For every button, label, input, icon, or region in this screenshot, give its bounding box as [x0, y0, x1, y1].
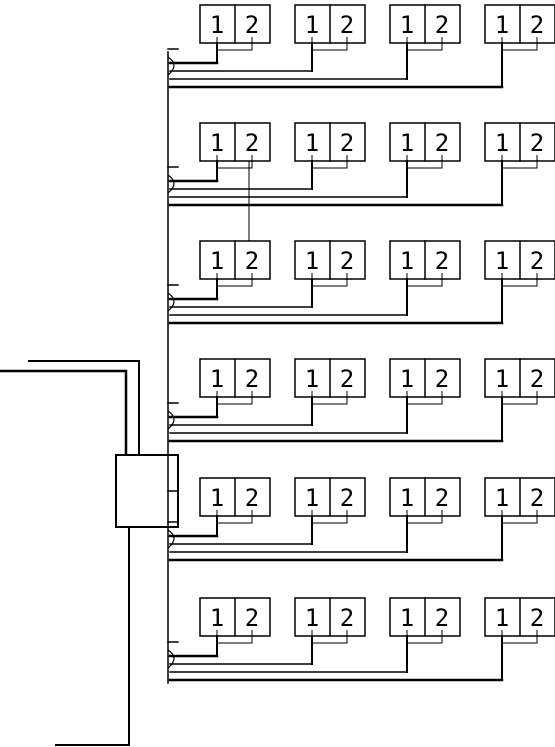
socket-label-1: 1 — [305, 11, 319, 39]
socket-label-1: 1 — [210, 247, 224, 275]
socket-label-1: 1 — [210, 365, 224, 393]
socket-label-1: 1 — [400, 129, 414, 157]
socket-label-1: 1 — [495, 484, 509, 512]
socket-label-1: 1 — [210, 484, 224, 512]
riser-loop — [167, 410, 175, 430]
riser-loop — [167, 649, 175, 669]
socket-label-2: 2 — [245, 604, 259, 632]
socket-label-2: 2 — [435, 11, 449, 39]
socket-label-2: 2 — [245, 484, 259, 512]
riser-loop — [167, 292, 175, 312]
socket-label-2: 2 — [435, 365, 449, 393]
socket-label-1: 1 — [495, 11, 509, 39]
socket-label-2: 2 — [530, 247, 544, 275]
feed-cable-2 — [28, 360, 140, 455]
socket-label-1: 1 — [495, 129, 509, 157]
socket-label-2: 2 — [340, 11, 354, 39]
socket-label-1: 1 — [210, 11, 224, 39]
riser-loop — [167, 174, 175, 194]
feed-cable-1 — [0, 369, 128, 455]
socket-label-2: 2 — [530, 604, 544, 632]
socket-label-2: 2 — [530, 365, 544, 393]
riser-loop — [167, 56, 175, 76]
socket-label-2: 2 — [340, 484, 354, 512]
socket-label-1: 1 — [210, 129, 224, 157]
riser-loop — [167, 529, 175, 549]
socket-label-1: 1 — [305, 247, 319, 275]
socket-label-2: 2 — [245, 129, 259, 157]
socket-label-1: 1 — [400, 484, 414, 512]
socket-label-2: 2 — [530, 484, 544, 512]
socket-label-2: 2 — [340, 247, 354, 275]
socket-label-1: 1 — [400, 365, 414, 393]
socket-label-2: 2 — [530, 11, 544, 39]
socket-label-2: 2 — [340, 129, 354, 157]
socket-label-1: 1 — [495, 604, 509, 632]
socket-label-1: 1 — [305, 365, 319, 393]
socket-label-2: 2 — [530, 129, 544, 157]
socket-label-1: 1 — [495, 247, 509, 275]
socket-label-1: 1 — [495, 365, 509, 393]
socket-label-2: 2 — [245, 11, 259, 39]
socket-label-2: 2 — [340, 365, 354, 393]
socket-label-2: 2 — [245, 247, 259, 275]
socket-label-1: 1 — [305, 604, 319, 632]
socket-label-2: 2 — [435, 129, 449, 157]
socket-label-2: 2 — [435, 484, 449, 512]
socket-label-1: 1 — [400, 11, 414, 39]
socket-label-2: 2 — [245, 365, 259, 393]
socket-label-2: 2 — [435, 604, 449, 632]
socket-label-1: 1 — [305, 129, 319, 157]
socket-label-1: 1 — [305, 484, 319, 512]
socket-label-1: 1 — [400, 247, 414, 275]
socket-label-1: 1 — [210, 604, 224, 632]
socket-label-1: 1 — [400, 604, 414, 632]
main-feed — [0, 51, 179, 746]
socket-label-2: 2 — [435, 247, 449, 275]
socket-label-2: 2 — [340, 604, 354, 632]
